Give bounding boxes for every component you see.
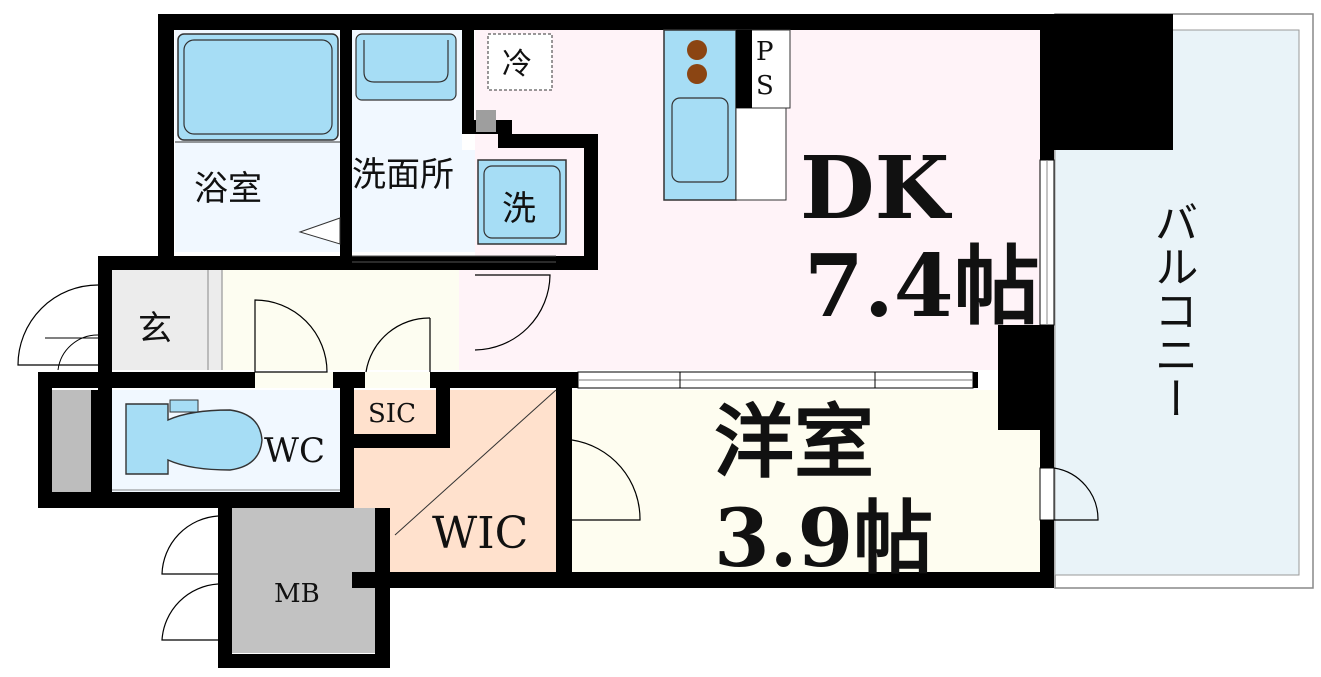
openings (255, 372, 430, 388)
washroom-label: 洗面所 (352, 155, 454, 195)
western-floor (572, 390, 1042, 572)
western-window (1039, 467, 1055, 521)
dk-name-label: DK (800, 138, 953, 239)
sic-floor (352, 390, 437, 435)
fridge-label: 冷 (502, 47, 532, 82)
wc-label: WC (264, 431, 325, 471)
washer-label: 洗 (502, 189, 536, 229)
sic-door-swing (365, 317, 431, 373)
wic-label: WIC (432, 508, 528, 559)
dk-size-label: 7.4帖 (804, 236, 1040, 337)
stove-burner-2 (687, 64, 707, 84)
side-storage (52, 390, 98, 492)
wic-diagonal (394, 389, 557, 536)
ps-label-p: P (756, 37, 774, 67)
stove-burner-1 (687, 40, 707, 60)
mb-door-swing-2 (161, 583, 219, 641)
mb-floor (232, 508, 375, 653)
western-door-swing (571, 439, 641, 521)
western-name-label: 洋室 (714, 395, 874, 489)
toilet (125, 403, 263, 475)
front-door-swing-2 (57, 334, 99, 371)
entrance-label: 玄 (138, 309, 172, 349)
mb-label: MB (274, 579, 320, 609)
counter-extension (735, 107, 787, 201)
small-shaft (476, 110, 496, 132)
bath-door (298, 217, 341, 245)
fridge-space (487, 33, 553, 91)
front-door-swing (17, 284, 99, 366)
kitchen-sink (671, 97, 729, 183)
hall-dk-opening (459, 270, 475, 370)
hall-floor (222, 270, 467, 370)
dk-door-swing (474, 274, 551, 351)
bath-label: 浴室 (194, 169, 262, 209)
mb-door-swing-1 (161, 515, 219, 575)
wc-door-swing (254, 299, 328, 373)
ps-label-s: S (756, 71, 774, 101)
western-size-label: 3.9帖 (714, 491, 933, 585)
walls (38, 14, 1173, 668)
sic-label: SIC (368, 399, 416, 429)
toilet-tank (169, 399, 199, 413)
western-balcony-door-swing (1053, 467, 1099, 521)
entrance-floor (110, 270, 222, 370)
balcony-label: バルコニー (1147, 200, 1198, 420)
